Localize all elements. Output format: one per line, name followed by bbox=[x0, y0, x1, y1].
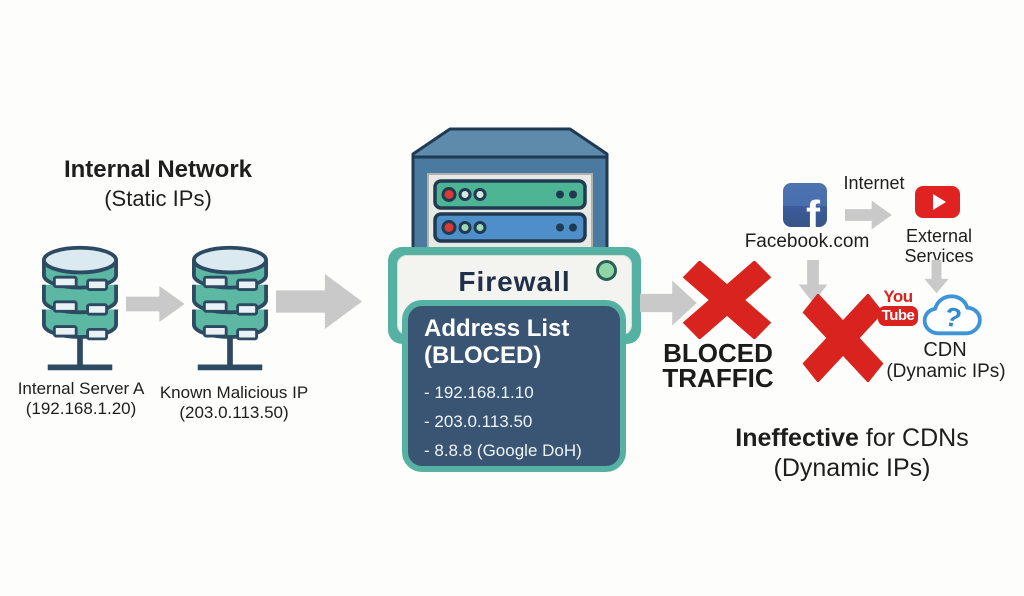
arrow-down-icon bbox=[924, 260, 949, 294]
server-ip: (203.0.113.50) bbox=[179, 403, 289, 422]
external-services-line2: Services bbox=[904, 246, 974, 266]
blocked-cross-icon bbox=[682, 261, 772, 339]
external-services-label: External Services bbox=[900, 226, 978, 266]
firewall-title: Firewall bbox=[458, 266, 571, 297]
server-name: Known Malicious IP bbox=[159, 383, 309, 402]
youtube-play-icon bbox=[915, 186, 960, 218]
internet-label: Internet bbox=[843, 173, 905, 193]
address-entry: - 192.168.1.10 bbox=[424, 383, 534, 402]
address-list-title: Address List bbox=[424, 315, 570, 342]
ineffective-note-line1: Ineffective for CDNs bbox=[722, 424, 982, 453]
external-services-line1: External bbox=[905, 226, 973, 246]
arrow-right-icon bbox=[640, 280, 697, 326]
arrow-down-icon bbox=[798, 260, 828, 304]
server-ip: (192.168.1.20) bbox=[25, 399, 137, 418]
ineffective-emphasis: Ineffective bbox=[735, 424, 859, 452]
address-entry: - 8.8.8 (Google DoH) bbox=[424, 441, 582, 460]
address-list-subtitle: (BLOCED) bbox=[424, 342, 542, 369]
arrow-right-icon bbox=[845, 200, 892, 230]
internal-server-label: Internal Server A (192.168.1.20) bbox=[1, 379, 161, 419]
cdn-cloud-icon: ? bbox=[922, 294, 982, 336]
malicious-ip-label: Known Malicious IP (203.0.113.50) bbox=[153, 383, 315, 423]
question-mark-glyph: ? bbox=[942, 301, 964, 334]
database-icon bbox=[42, 245, 118, 371]
youtube-tube-text: Tube bbox=[877, 306, 919, 326]
server-name: Internal Server A bbox=[17, 379, 145, 398]
blocked-cross-icon bbox=[802, 294, 884, 382]
play-triangle-icon bbox=[932, 194, 946, 210]
blocked-traffic-label: BLOCED TRAFFIC bbox=[653, 338, 783, 393]
cdn-label: CDN bbox=[923, 339, 967, 361]
facebook-com-label: Facebook.com bbox=[744, 231, 870, 252]
blocked-traffic-line2: TRAFFIC bbox=[662, 363, 774, 393]
youtube-logo-icon: You Tube bbox=[872, 288, 924, 326]
status-led-icon bbox=[596, 260, 617, 281]
address-entry: - 203.0.113.50 bbox=[424, 412, 533, 431]
server-icon bbox=[411, 127, 609, 262]
facebook-icon: f bbox=[783, 183, 827, 227]
ineffective-note-line2: (Dynamic IPs) bbox=[773, 454, 931, 482]
ineffective-rest: for CDNs bbox=[865, 424, 969, 452]
arrow-right-icon bbox=[276, 274, 363, 329]
address-list-entries: - 192.168.1.10 - 203.0.113.50 - 8.8.8 (G… bbox=[424, 378, 612, 465]
facebook-f-glyph: f bbox=[806, 192, 820, 228]
internal-network-subtitle: (Static IPs) bbox=[104, 186, 212, 211]
database-icon bbox=[192, 245, 268, 371]
cdn-subtitle: (Dynamic IPs) bbox=[886, 361, 1006, 382]
internal-network-title: Internal Network bbox=[63, 156, 253, 183]
arrow-right-icon bbox=[126, 286, 185, 322]
blocked-traffic-line1: BLOCED bbox=[663, 338, 773, 368]
address-list-panel: Address List (BLOCED) - 192.168.1.10 - 2… bbox=[402, 300, 626, 472]
youtube-you-text: You bbox=[883, 287, 913, 306]
